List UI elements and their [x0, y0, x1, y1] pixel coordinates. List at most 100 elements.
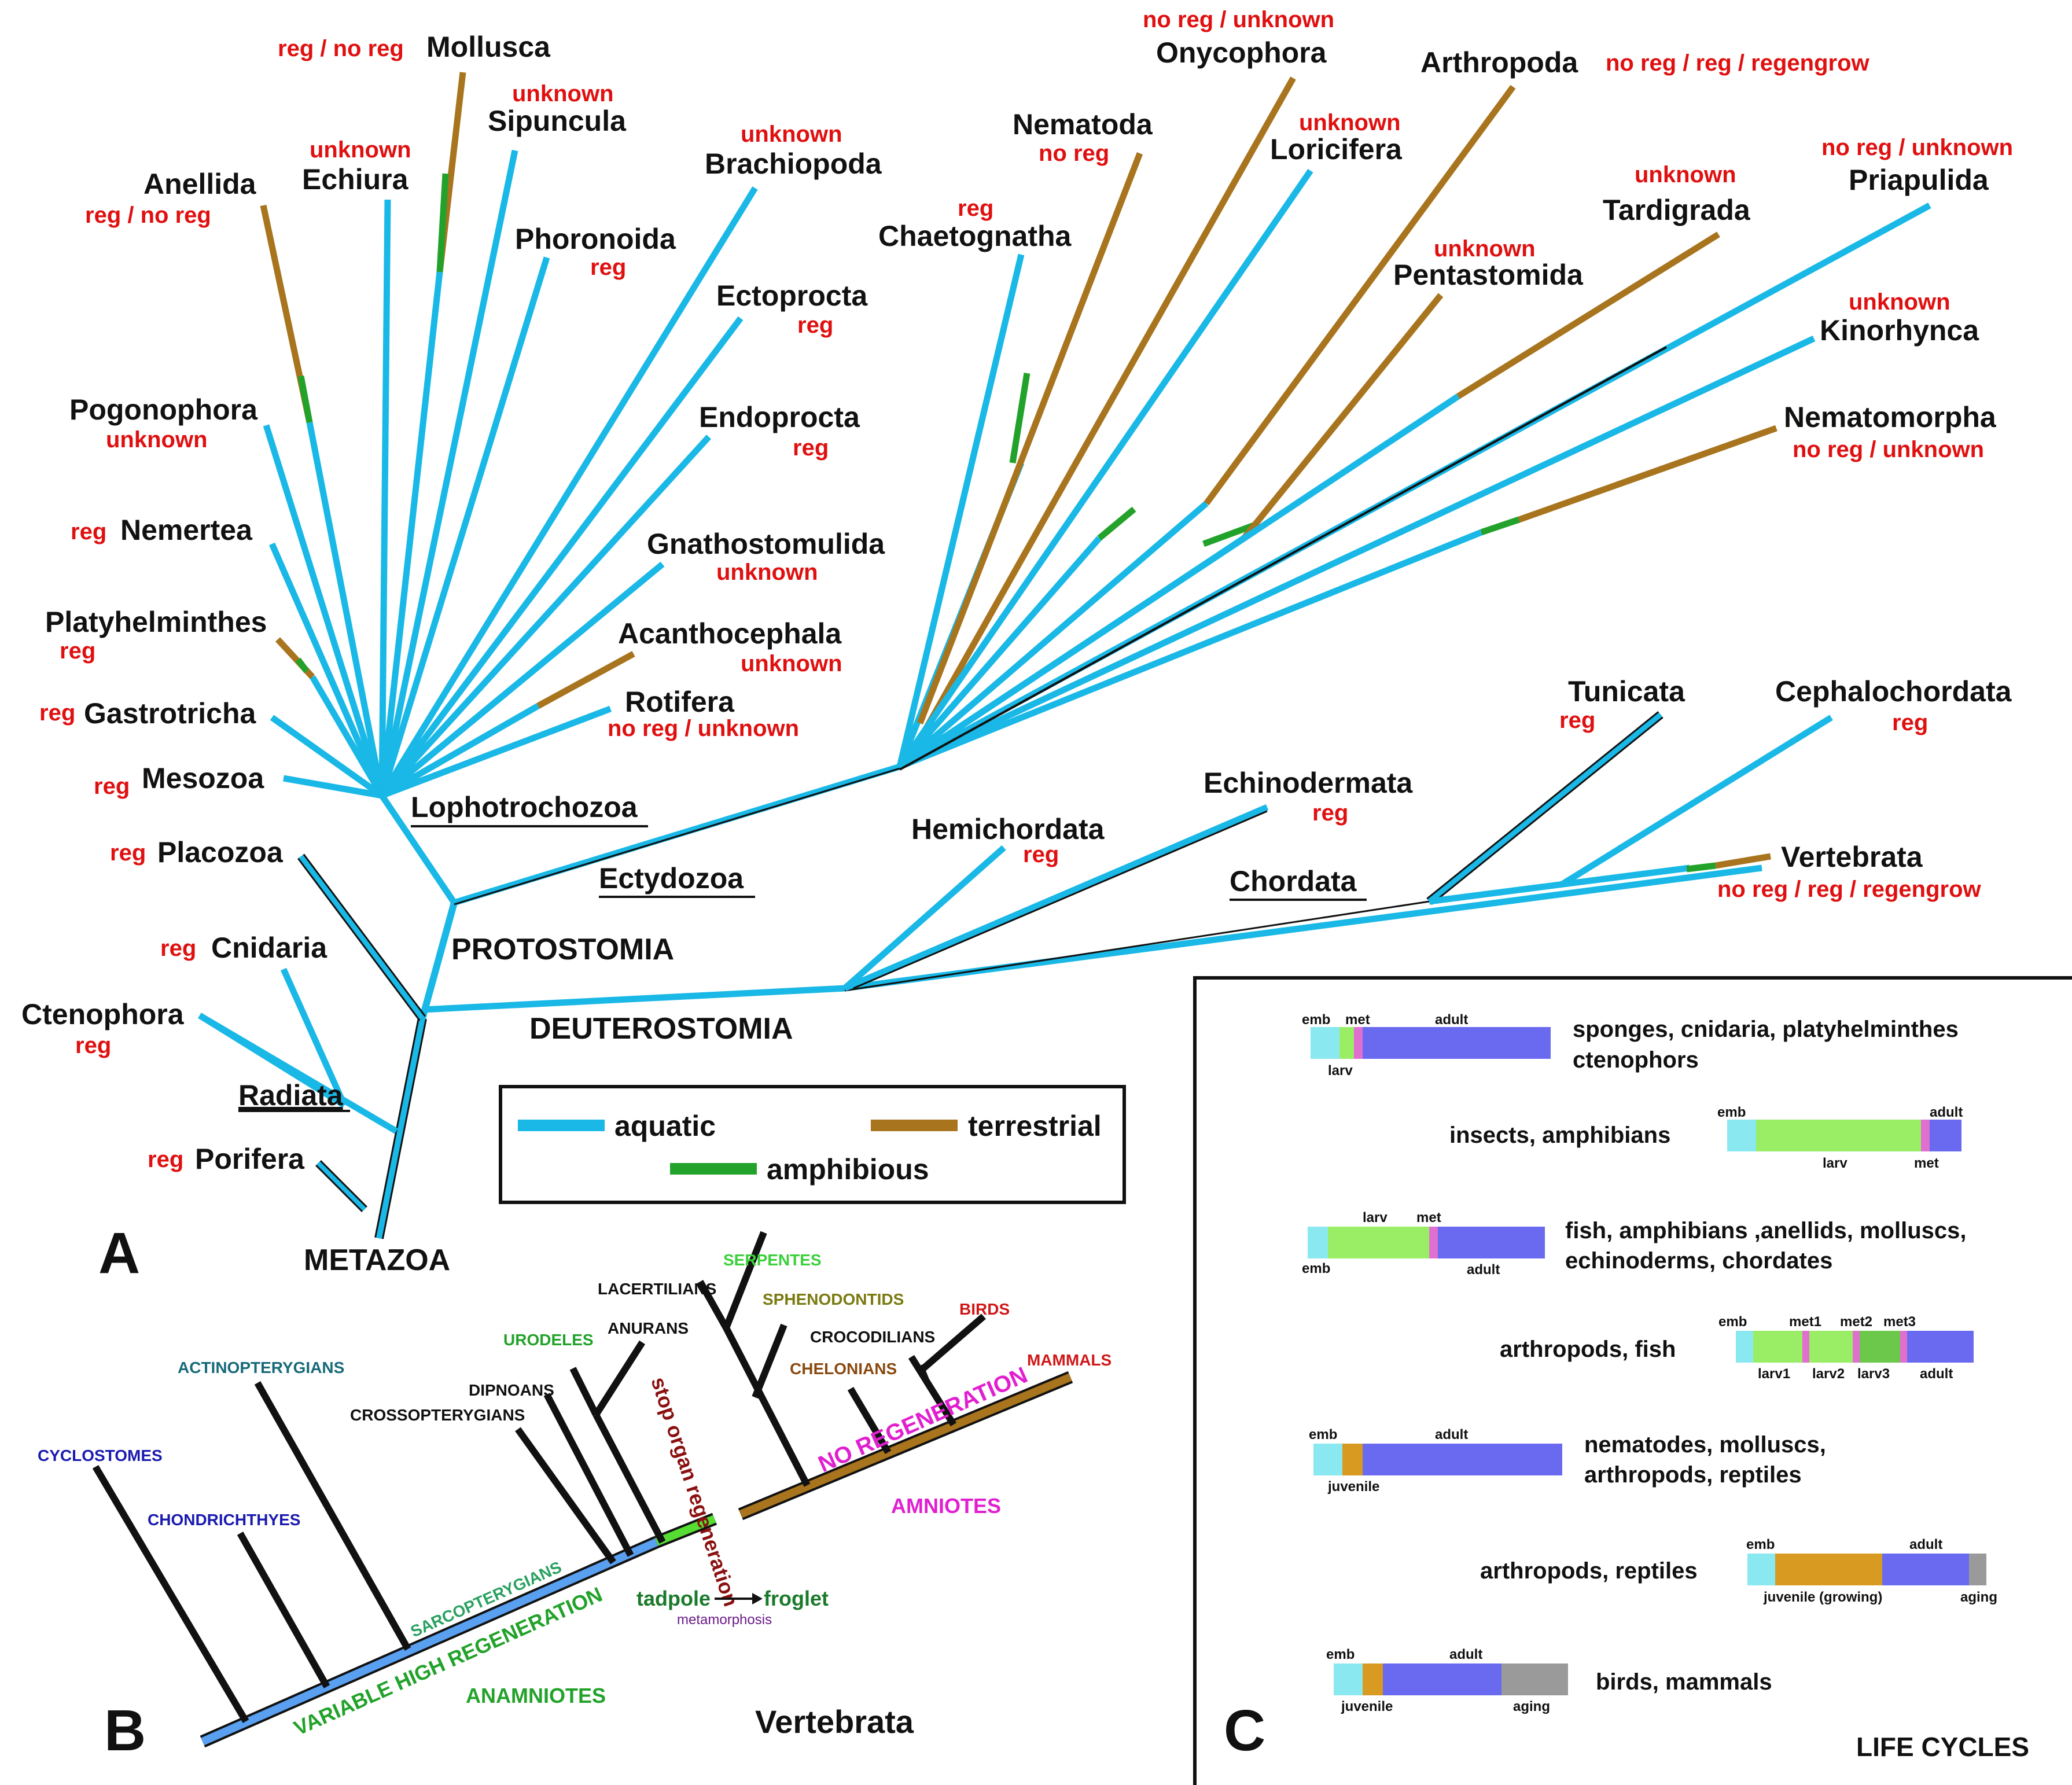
stage-label: larv	[1363, 1210, 1388, 1225]
status-ctenophora: reg	[75, 1033, 111, 1058]
branch-acanthocephala-terr	[536, 651, 635, 709]
stage-label: juvenile (growing)	[1763, 1589, 1882, 1605]
taxon-endoprocta: Endoprocta	[699, 401, 860, 433]
taxon-tardigrada: Tardigrada	[1603, 194, 1751, 226]
branch-mesozoa	[283, 775, 382, 799]
branch-cyclostomes	[92, 1464, 249, 1724]
taxon-pogonophora: Pogonophora	[69, 393, 258, 426]
taxon-rotifera: Rotifera	[625, 686, 735, 718]
legend-habitat: aquatic terrestrial amphibious	[499, 1085, 1126, 1204]
group-serpentes: SERPENTES	[723, 1251, 822, 1269]
stage-adult	[1363, 1027, 1551, 1059]
taxon-anellida: Anellida	[143, 168, 257, 200]
branch-tardigrada-terr	[1456, 231, 1720, 399]
branch-acanthocephala	[380, 703, 540, 798]
stage-emb	[1308, 1227, 1328, 1258]
branch-pogonophora	[263, 424, 385, 797]
branch-amphibia	[592, 1413, 666, 1544]
lifecycle-row-6: emb adult juvenile (growing) aging arthr…	[1480, 1537, 1997, 1605]
label-stop-organ-regeneration: stop organ regeneration	[646, 1374, 743, 1609]
stage-aging	[1501, 1663, 1568, 1695]
stage-label: larv2	[1812, 1366, 1845, 1382]
branch-urodeles	[569, 1367, 599, 1416]
branch-lophotrochozoa	[379, 793, 457, 905]
label-tadpole: tadpole	[636, 1587, 711, 1610]
taxon-onycophora: Onycophora	[1156, 36, 1327, 69]
stage-label: adult	[1920, 1366, 1953, 1382]
branch-platyhelminthes-terr	[275, 637, 315, 679]
stage-met	[1354, 1027, 1363, 1059]
branch-brachiopoda	[379, 186, 758, 797]
taxon-loricifera: Loricifera	[1270, 133, 1403, 165]
branch-deuterostomia	[844, 864, 1762, 992]
stage-juvenile	[1342, 1444, 1363, 1475]
branch-tardigrada	[897, 393, 1460, 770]
group-dipnoans: DIPNOANS	[469, 1381, 554, 1399]
branch-mollusca	[378, 271, 443, 796]
status-anellida: reg / no reg	[85, 203, 211, 228]
status-placozoa: reg	[110, 840, 146, 866]
branch-chordata	[844, 900, 1430, 992]
clade-ecdysozoa: Ectydozoa	[599, 862, 744, 895]
lifecycle-row-5: emb adult juvenile nematodes, molluscs, …	[1309, 1427, 1826, 1495]
branch-crossopterygians	[515, 1427, 616, 1565]
taxon-chaetognatha: Chaetognatha	[878, 220, 1072, 252]
lifecycle-row-7: emb adult juvenile aging birds, mammals	[1326, 1647, 1772, 1714]
lifecycle-group: nematodes, molluscs,	[1584, 1432, 1826, 1458]
branch-endoprocta	[379, 435, 712, 798]
taxon-echiura: Echiura	[302, 163, 409, 196]
stage-emb	[1313, 1444, 1342, 1475]
group-anurans: ANURANS	[608, 1319, 689, 1337]
group-cyclostomes: CYCLOSTOMES	[38, 1447, 163, 1464]
status-pentastomida: unknown	[1434, 236, 1536, 262]
stage-larv	[1860, 1331, 1900, 1363]
lifecycle-row-1: emb met adult larv sponges, cnidaria, pl…	[1302, 1012, 1959, 1079]
label-froglet: froglet	[764, 1587, 829, 1610]
branch-arthropoda	[897, 500, 1209, 770]
stage-label: aging	[1960, 1589, 1997, 1605]
group-crossopterygians: CROSSOPTERYGIANS	[350, 1406, 525, 1424]
stage-label: larv	[1823, 1155, 1847, 1171]
branch-vertebrata-terr	[1715, 853, 1771, 869]
branch-pentastomida-terr	[1241, 293, 1444, 540]
stage-label: larv3	[1857, 1366, 1890, 1382]
status-platyhelminthes: reg	[60, 638, 95, 664]
group-actinopterygians: ACTINOPTERYGIANS	[178, 1359, 344, 1377]
status-mesozoa: reg	[94, 774, 130, 799]
branch-loricifera	[897, 168, 1313, 769]
lifecycle-group: fish, amphibians ,anellids, molluscs,	[1565, 1218, 1967, 1243]
taxon-ectoprocta: Ectoprocta	[716, 279, 868, 312]
taxon-platyhelminthes: Platyhelminthes	[45, 606, 267, 638]
status-porifera: reg	[148, 1147, 183, 1172]
branch-anellida	[306, 421, 385, 797]
group-urodeles: URODELES	[503, 1331, 594, 1349]
label-amniotes: AMNIOTES	[891, 1494, 1001, 1518]
panel-c-title: LIFE CYCLES	[1856, 1732, 2029, 1762]
clade-lophotrochozoa: Lophotrochozoa	[411, 791, 638, 823]
legend-aquatic-label: aquatic	[614, 1110, 716, 1142]
panel-b-title: Vertebrata	[755, 1703, 914, 1740]
clade-deuterostomia: DEUTEROSTOMIA	[529, 1012, 793, 1046]
status-cephalochordata: reg	[1892, 710, 1928, 735]
branch-deuterostomia	[422, 985, 845, 1013]
branch-kinorhynca	[898, 336, 1816, 770]
legend-terrestrial-label: terrestrial	[968, 1110, 1102, 1142]
panel-c-life-cycles: emb met adult larv sponges, cnidaria, pl…	[1193, 976, 2072, 1785]
taxon-arthropoda: Arthropoda	[1420, 46, 1578, 79]
group-crocodilians: CROCODILIANS	[810, 1328, 935, 1346]
stage-emb	[1334, 1663, 1363, 1695]
branch-onycophora-terr	[923, 76, 1296, 731]
status-brachiopoda: unknown	[741, 122, 842, 147]
branch-chondrichthyes	[237, 1532, 330, 1688]
group-lacertilians: LACERTILIANS	[598, 1280, 716, 1298]
taxon-mesozoa: Mesozoa	[142, 762, 264, 794]
stage-label: adult	[1909, 1537, 1942, 1552]
group-chelonians: CHELONIANS	[790, 1360, 897, 1378]
branch-vertebrata	[1429, 864, 1690, 905]
taxon-vertebrata: Vertebrata	[1781, 841, 1923, 873]
stage-met	[1900, 1331, 1907, 1363]
lifecycle-group: birds, mammals	[1596, 1669, 1772, 1695]
stage-larv	[1339, 1027, 1354, 1059]
branch-chaetognatha	[896, 253, 1025, 768]
taxon-porifera: Porifera	[195, 1143, 305, 1175]
